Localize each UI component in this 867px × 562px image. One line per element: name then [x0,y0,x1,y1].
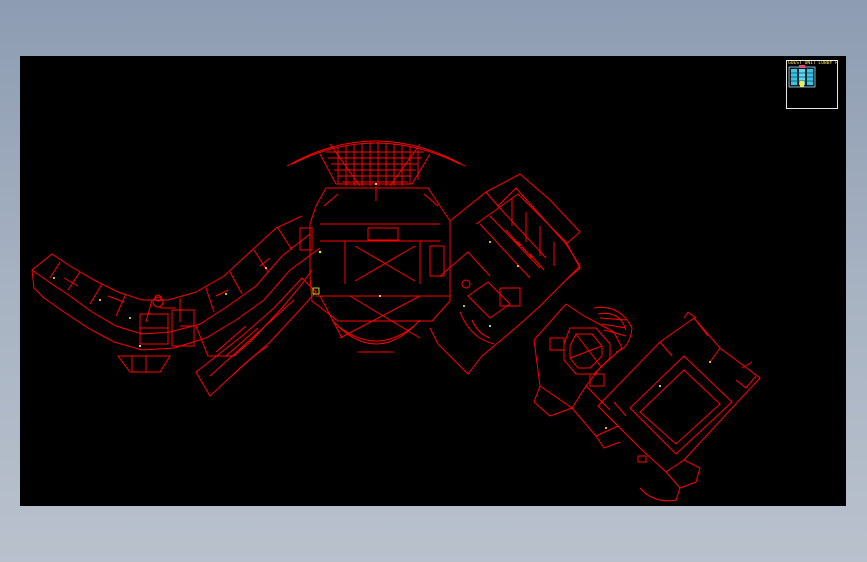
text-marks [139,183,661,387]
conference-hall [595,311,761,502]
cad-drawing-viewport[interactable]: GUEST UNIT LOBBY F [20,56,846,506]
lower-left-annex [117,277,317,397]
floor-plan-linework [31,140,761,502]
central-lobby [299,187,451,353]
entrance-canopy [286,140,466,201]
drawing-preview-thumbnail[interactable]: GUEST UNIT LOBBY F [786,60,838,109]
floor-plan-drawing [31,140,761,502]
octagon-pavilion [533,303,633,409]
annotation-marks [53,241,711,429]
upper-right-roof [475,173,581,281]
building-elevation-icon [788,65,816,88]
preview-label: GUEST UNIT LOBBY F [788,61,838,66]
right-guest-wing [429,187,581,375]
link-corridor [533,385,611,437]
left-guest-wing [31,215,321,357]
